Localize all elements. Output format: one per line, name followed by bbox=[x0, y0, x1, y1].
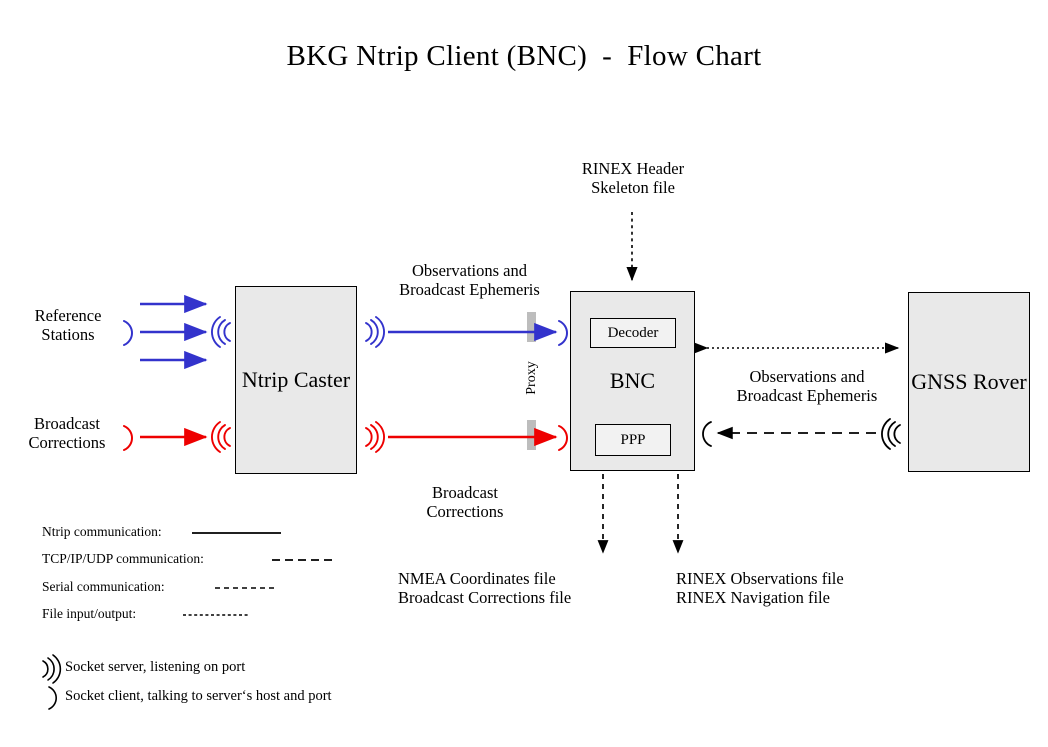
legend-item-file-io: File input/output: bbox=[42, 606, 136, 622]
page-title: BKG Ntrip Client (BNC) - Flow Chart bbox=[286, 40, 762, 72]
node-gnss-rover-label: GNSS Rover bbox=[911, 368, 1027, 394]
node-decoder-label: Decoder bbox=[607, 324, 659, 341]
label-reference-stations: Reference Stations bbox=[34, 306, 102, 345]
legend-item-ntrip-label: Ntrip communication: bbox=[42, 524, 162, 539]
label-observations-broadcast-ephemeris-right: Observations and Broadcast Ephemeris bbox=[736, 367, 878, 406]
socket-server-icon-caster-in bbox=[211, 316, 231, 348]
legend-item-ntrip: Ntrip communication: bbox=[42, 524, 162, 540]
label-observations-broadcast-ephemeris-left: Observations and Broadcast Ephemeris bbox=[399, 261, 540, 300]
legend-item-socket-server-label: Socket server, listening on port bbox=[65, 659, 246, 675]
node-decoder[interactable]: Decoder bbox=[590, 318, 676, 348]
legend-item-tcpip-label: TCP/IP/UDP communication: bbox=[42, 551, 204, 566]
legend-socket-client-icon bbox=[48, 686, 57, 710]
socket-server-icon-caster-out-observations bbox=[365, 316, 385, 348]
legend-item-socket-server: Socket server, listening on port bbox=[65, 659, 245, 676]
legend-item-socket-client: Socket client, talking to server‘s host … bbox=[65, 688, 332, 705]
label-rinex-output-files: RINEX Observations file RINEX Navigation… bbox=[676, 569, 844, 608]
node-ppp[interactable]: PPP bbox=[595, 424, 671, 456]
socket-client-icon-broadcast-corrections bbox=[123, 425, 133, 451]
legend-socket-server-icon bbox=[42, 654, 62, 684]
socket-server-icon-caster-in-corrections bbox=[211, 421, 231, 453]
label-rinex-header-skeleton: RINEX Header Skeleton file bbox=[581, 159, 685, 198]
node-gnss-rover[interactable]: GNSS Rover bbox=[908, 292, 1030, 472]
node-ntrip-caster-label: Ntrip Caster bbox=[241, 366, 351, 392]
socket-client-icon-bnc-corrections bbox=[558, 425, 568, 451]
legend-item-file-io-label: File input/output: bbox=[42, 606, 137, 621]
node-ppp-label: PPP bbox=[620, 431, 646, 448]
socket-client-icon-reference-stations bbox=[123, 320, 133, 346]
proxy-bar-top bbox=[527, 312, 536, 342]
node-ntrip-caster[interactable]: Ntrip Caster bbox=[235, 286, 357, 474]
node-bnc-label: BNC bbox=[609, 367, 656, 393]
legend-item-serial: Serial communication: bbox=[42, 579, 165, 595]
legend-item-socket-client-label: Socket client, talking to server‘s host … bbox=[65, 688, 332, 704]
label-nmea-output-files: NMEA Coordinates file Broadcast Correcti… bbox=[398, 569, 572, 608]
arrow-reference-stations-to-caster bbox=[140, 294, 208, 370]
socket-client-icon-bnc-observations bbox=[558, 320, 568, 346]
label-broadcast-corrections-source: Broadcast Corrections bbox=[28, 414, 106, 453]
socket-client-icon-bnc-rover bbox=[702, 421, 712, 447]
socket-server-icon-gnss-rover bbox=[881, 418, 901, 450]
socket-server-icon-caster-out-corrections bbox=[365, 421, 385, 453]
label-broadcast-corrections-edge: Broadcast Corrections bbox=[426, 483, 504, 522]
legend-item-serial-label: Serial communication: bbox=[42, 579, 165, 594]
proxy-bar-bottom bbox=[527, 420, 536, 450]
legend-item-tcpip: TCP/IP/UDP communication: bbox=[42, 551, 204, 567]
